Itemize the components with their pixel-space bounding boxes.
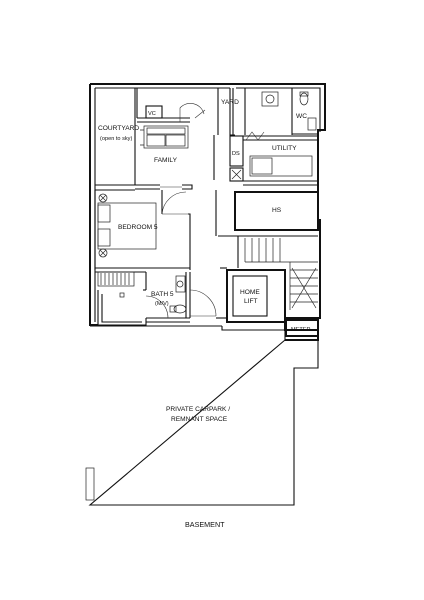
entry-lobby [97,290,147,326]
meter-box [285,319,319,337]
label-courtyard: COURTYARD [98,125,139,132]
entry-door-swing [189,289,217,317]
floor-label: BASEMENT [185,520,225,529]
label-wc: WC [296,113,307,120]
home-lift [226,269,286,323]
label-carpark-1: PRIVATE CARPARK / [166,406,230,413]
label-carpark-2: REMNANT SPACE [171,416,228,423]
yard-door-swing [179,103,205,122]
carpark-outline [85,325,319,506]
corridor [213,88,238,319]
label-courtyard-note: (open to sky) [100,136,132,142]
label-ds: DS [232,151,240,157]
label-home-lift-1: HOME [240,289,260,296]
shaft-x [229,167,244,182]
label-vc: VC [148,111,156,117]
family-area [135,117,193,190]
label-bath-5-note: (M/V) [155,301,169,307]
label-meter: METER [291,327,311,333]
label-bath-5: BATH 5 [151,291,174,298]
label-yard: YARD [221,99,239,106]
ds-room [229,135,244,167]
yard-wc-block [244,88,318,135]
courtyard [95,88,138,191]
label-family: FAMILY [154,157,178,164]
hs-room [234,191,319,231]
bath-5 [143,272,191,323]
label-bedroom-5: BEDROOM 5 [118,224,158,231]
label-utility: UTILITY [272,145,297,152]
label-hs: HS [272,207,282,214]
bedroom-5 [94,190,191,287]
staircase [237,235,318,310]
utility-room [243,131,318,186]
label-home-lift-2: LIFT [244,298,258,305]
